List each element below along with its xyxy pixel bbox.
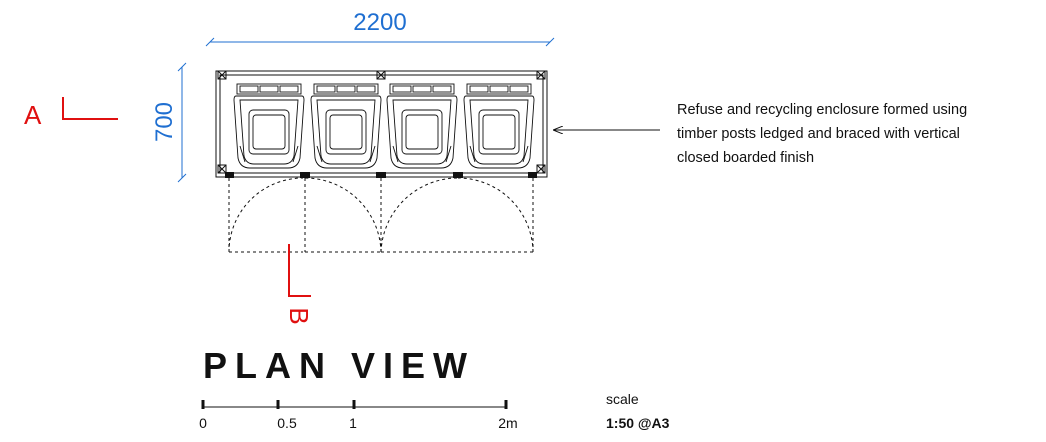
- section-b-label: B: [284, 307, 314, 324]
- door-swings: [228, 177, 534, 253]
- section-marker-a: A: [24, 97, 118, 130]
- depth-dimension: 700: [151, 62, 187, 183]
- scale-tick-2m: 2m: [498, 415, 517, 431]
- scale-tick-0-5: 0.5: [277, 415, 297, 431]
- section-marker-b: B: [284, 244, 314, 325]
- note-line-2: timber posts ledged and braced with vert…: [677, 126, 960, 142]
- bin: [310, 83, 382, 169]
- width-dimension: 2200: [205, 9, 555, 47]
- note-line-3: closed boarded finish: [677, 150, 814, 166]
- door-hinges: [225, 172, 537, 178]
- enclosure-outline: [215, 70, 548, 178]
- note-line-1: Refuse and recycling enclosure formed us…: [677, 102, 967, 118]
- bins-group: [233, 83, 535, 169]
- scale-caption: scale: [606, 391, 639, 407]
- bin: [386, 83, 458, 169]
- drawing-title: PLAN VIEW: [203, 345, 475, 386]
- scale-value: 1:50 @A3: [606, 415, 670, 431]
- bin: [233, 83, 305, 169]
- scale-bar: 0 0.5 1 2m: [199, 400, 518, 431]
- width-dimension-label: 2200: [353, 9, 406, 36]
- bin: [463, 83, 535, 169]
- depth-dimension-label: 700: [151, 102, 178, 142]
- scale-tick-0: 0: [199, 415, 207, 431]
- section-a-label: A: [24, 100, 42, 130]
- scale-tick-1: 1: [349, 415, 357, 431]
